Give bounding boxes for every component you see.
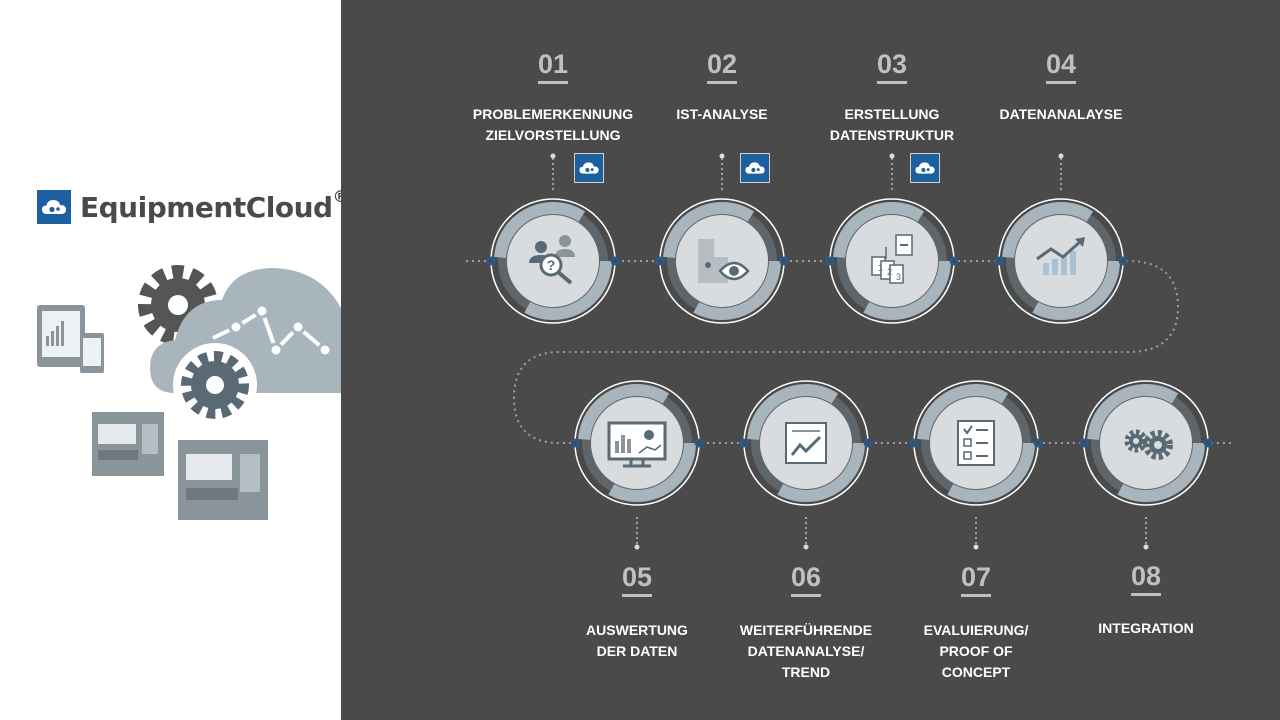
connector-dot xyxy=(570,438,580,448)
step-circle-04 xyxy=(994,198,1128,324)
step-label-line: DATENANALYSE/ xyxy=(747,643,865,659)
connector-dot xyxy=(825,256,835,266)
step-number-08: 08 xyxy=(1086,561,1206,596)
step-number-text: 04 xyxy=(1045,49,1077,84)
step-circle-05 xyxy=(570,380,704,506)
step-number-text: 07 xyxy=(960,562,992,597)
step-label-line: TREND xyxy=(781,664,831,680)
step-label-line: PROOF OF xyxy=(939,643,1013,659)
step-label-01: PROBLEMERKENNUNG ZIELVORSTELLUNG xyxy=(458,104,648,146)
connector-dot xyxy=(610,256,620,266)
step-number-text: 08 xyxy=(1130,561,1162,596)
leader-dot xyxy=(1143,544,1149,550)
step-number-text: 02 xyxy=(706,49,738,84)
svg-text:2: 2 xyxy=(887,267,892,277)
connector-dot xyxy=(909,438,919,448)
step-circle-06 xyxy=(739,380,873,506)
connector-dot xyxy=(994,256,1004,266)
leader-dot xyxy=(719,153,725,159)
connector-dot xyxy=(1118,256,1128,266)
monitor-dashboard-icon xyxy=(607,421,667,468)
connector-dot xyxy=(655,256,665,266)
step-label-03: ERSTELLUNG DATENSTRUKTUR xyxy=(797,104,987,146)
step-number-04: 04 xyxy=(1001,49,1121,84)
step-number-07: 07 xyxy=(916,562,1036,597)
connector-dot xyxy=(739,438,749,448)
step-label-02: IST-ANALYSE xyxy=(627,104,817,125)
connector-dot xyxy=(486,256,496,266)
equipmentcloud-logo: EquipmentCloud® xyxy=(37,187,349,224)
step-label-line: CONCEPT xyxy=(941,664,1011,680)
step-label-06: WEITERFÜHRENDE DATENANALYSE/TREND xyxy=(711,620,901,683)
machine-eye-icon xyxy=(698,239,750,283)
leader-dot xyxy=(803,544,809,550)
step-circle-01: ? xyxy=(486,198,620,324)
tablet-phone-icon xyxy=(37,305,104,373)
cloud-chart-points xyxy=(228,303,333,358)
step-label-05: AUSWERTUNG DER DATEN xyxy=(542,620,732,662)
trend-document-icon xyxy=(785,422,827,464)
step-label-line: DATENSTRUKTUR xyxy=(829,127,955,143)
step-number-05: 05 xyxy=(577,562,697,597)
gears-icon xyxy=(1124,429,1173,460)
connector-dot xyxy=(779,256,789,266)
step-label-line: WEITERFÜHRENDE xyxy=(739,622,873,638)
brand-name-text: EquipmentCloud xyxy=(80,190,333,224)
process-panel xyxy=(341,0,1280,720)
svg-text:3: 3 xyxy=(896,272,901,282)
step-label-line: AUSWERTUNG xyxy=(586,622,688,638)
step-label-04: DATENANALAYSE xyxy=(966,104,1156,125)
checklist-icon xyxy=(957,420,995,466)
step-number-text: 06 xyxy=(790,562,822,597)
people-question-icon: ? xyxy=(529,235,575,285)
leader-dot xyxy=(634,544,640,550)
step-label-line: ZIELVORSTELLUNG xyxy=(485,127,621,143)
leader-dot xyxy=(550,153,556,159)
connector-dot xyxy=(1203,438,1213,448)
connector-dot xyxy=(863,438,873,448)
svg-text:?: ? xyxy=(547,257,556,273)
leader-dot xyxy=(973,544,979,550)
cloud-devices-illustration xyxy=(37,265,341,520)
gear-small-icon xyxy=(173,343,257,427)
leader-dot xyxy=(1058,153,1064,159)
step-number-text: 01 xyxy=(537,49,569,84)
connector-dot xyxy=(949,256,959,266)
step-number-text: 03 xyxy=(876,49,908,84)
machine-small-icon xyxy=(92,412,164,476)
step-label-08: INTEGRATION xyxy=(1051,618,1241,639)
step-label-line: DATENANALAYSE xyxy=(999,106,1123,122)
connector-dot xyxy=(1079,438,1089,448)
chart-trend-up-icon xyxy=(1036,237,1085,275)
equipmentcloud-badge-icon xyxy=(574,153,604,183)
step-label-line: PROBLEMERKENNUNG xyxy=(472,106,634,122)
step-label-line: IST-ANALYSE xyxy=(676,106,768,122)
step-label-line: ERSTELLUNG xyxy=(844,106,940,122)
step-number-03: 03 xyxy=(832,49,952,84)
left-panel: EquipmentCloud® xyxy=(0,0,349,720)
equipmentcloud-badge-icon xyxy=(740,153,770,183)
step-label-07: EVALUIERUNG/PROOF OF CONCEPT xyxy=(881,620,1071,683)
step-label-line: EVALUIERUNG/ xyxy=(923,622,1029,638)
step-circle-07 xyxy=(909,380,1043,506)
equipmentcloud-badge-icon xyxy=(910,153,940,183)
step-circle-08 xyxy=(1079,380,1213,506)
svg-text:1: 1 xyxy=(878,263,883,273)
brand-name: EquipmentCloud® xyxy=(80,187,349,224)
step-label-line: INTEGRATION xyxy=(1098,620,1194,636)
leader-dot xyxy=(889,153,895,159)
machine-large-icon xyxy=(178,440,268,520)
step-circle-02 xyxy=(655,198,789,324)
step-label-line: DER DATEN xyxy=(596,643,678,659)
cloud-logo-icon xyxy=(37,190,71,224)
step-number-06: 06 xyxy=(746,562,866,597)
step-number-text: 05 xyxy=(621,562,653,597)
step-number-01: 01 xyxy=(493,49,613,84)
connector-dot xyxy=(1033,438,1043,448)
connector-dot xyxy=(694,438,704,448)
step-number-02: 02 xyxy=(662,49,782,84)
